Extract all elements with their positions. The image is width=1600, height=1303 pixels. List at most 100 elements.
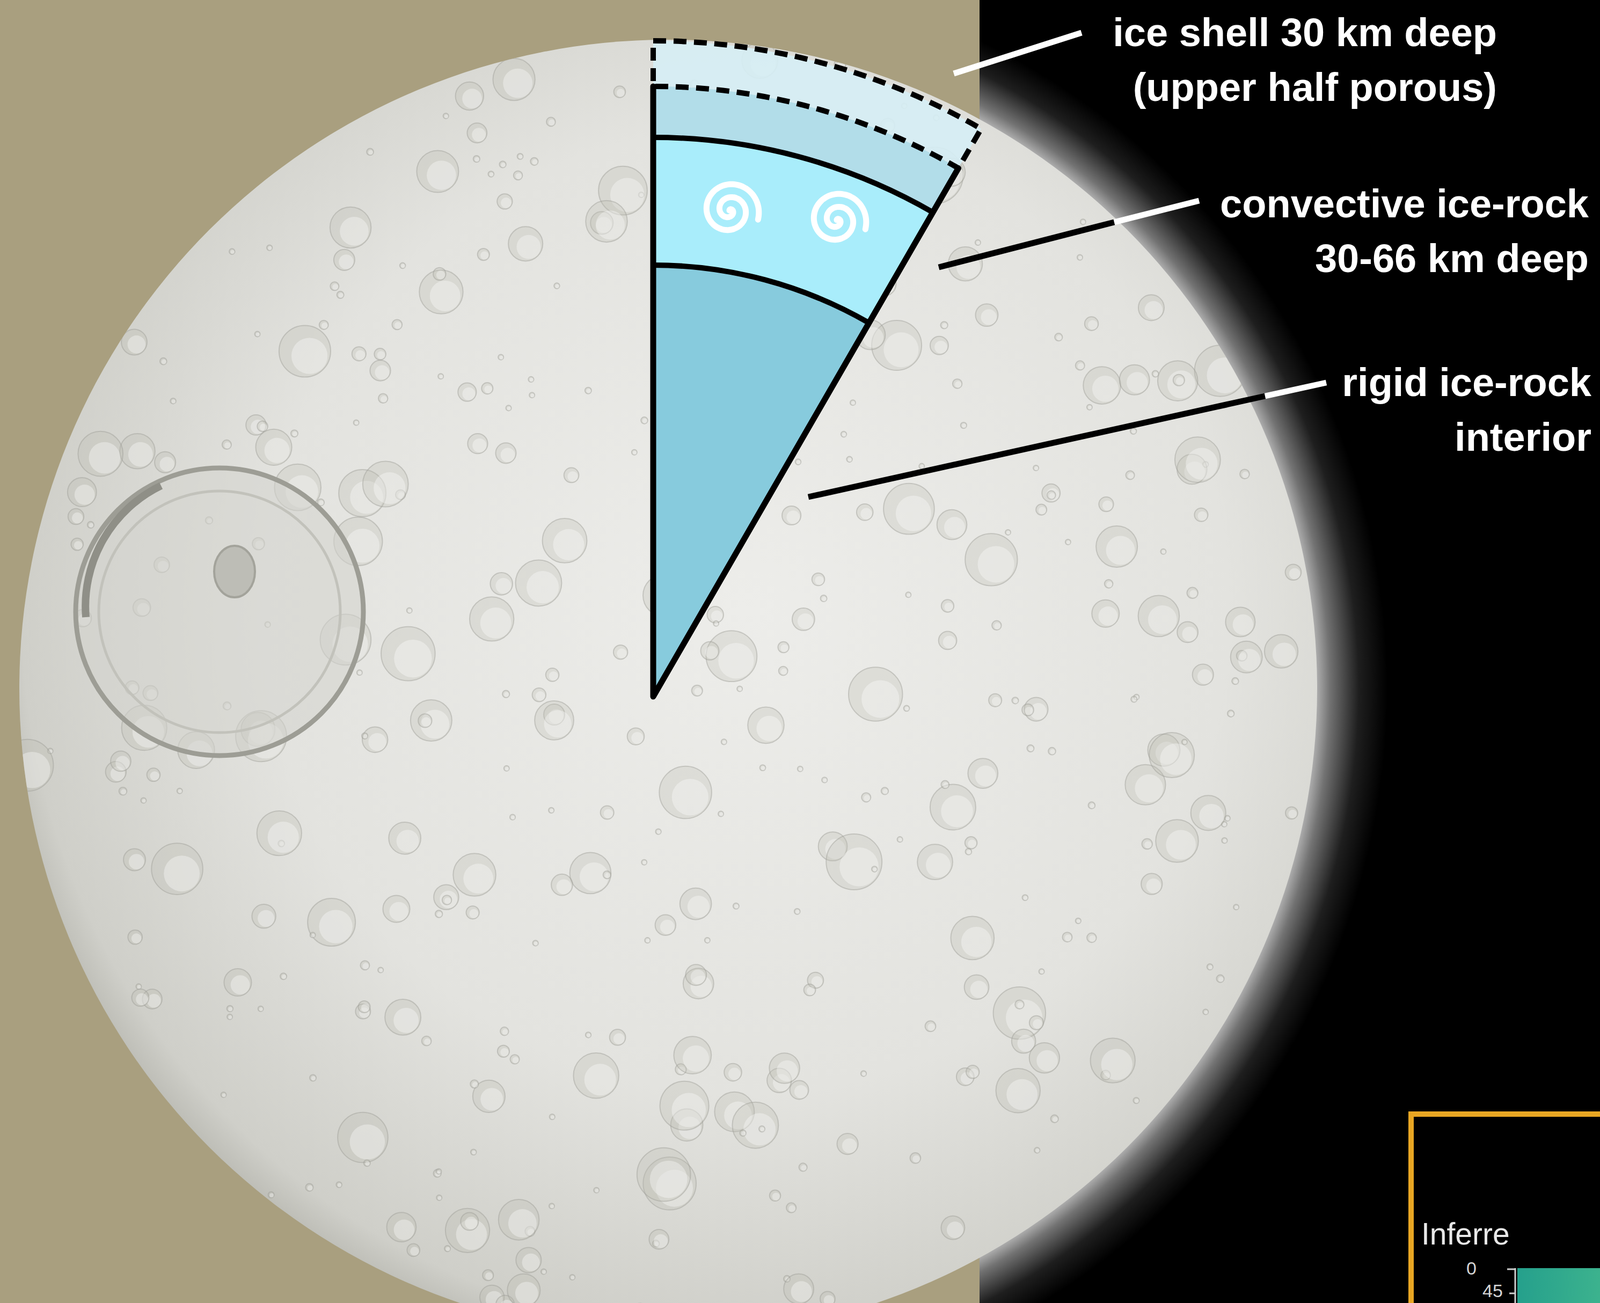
crater-bowl xyxy=(655,828,661,835)
crater-bowl xyxy=(549,1114,555,1120)
crater-highlight xyxy=(1032,1019,1043,1029)
crater-highlight xyxy=(1040,970,1044,975)
crater-bowl xyxy=(1192,664,1214,686)
crater xyxy=(477,248,490,261)
crater-bowl xyxy=(797,766,803,772)
crater-highlight xyxy=(705,646,719,660)
crater-highlight xyxy=(920,464,925,469)
crater-highlight xyxy=(437,1196,442,1201)
crater-highlight xyxy=(1126,371,1148,393)
crater-bowl xyxy=(352,346,367,361)
crater xyxy=(897,836,903,843)
crater-bowl xyxy=(941,599,954,612)
crater-bowl xyxy=(826,834,882,890)
crater-highlight xyxy=(291,338,328,375)
crater-bowl xyxy=(473,155,480,163)
crater-bowl xyxy=(305,1183,313,1192)
limb-shadow xyxy=(0,322,33,913)
crater-highlight xyxy=(642,418,648,424)
crater-bowl xyxy=(388,822,421,855)
crater xyxy=(466,122,487,143)
crater xyxy=(257,420,268,432)
crater xyxy=(333,249,355,271)
crater-bowl xyxy=(1033,465,1039,471)
crater-highlight xyxy=(991,697,1002,707)
crater xyxy=(609,1029,626,1046)
crater-highlight xyxy=(515,172,523,180)
crater-bowl xyxy=(170,398,176,404)
crater xyxy=(406,1244,420,1258)
crater-highlight xyxy=(550,1204,554,1209)
crater xyxy=(613,645,628,660)
crater xyxy=(713,620,719,627)
crater-highlight xyxy=(1238,648,1261,671)
crater xyxy=(655,914,676,935)
crater-highlight xyxy=(368,150,374,156)
crater-highlight xyxy=(159,456,174,472)
crater xyxy=(223,968,252,997)
crater-bowl xyxy=(515,559,562,606)
crater xyxy=(363,1159,371,1167)
crater xyxy=(433,884,459,910)
crater-highlight xyxy=(269,1193,274,1198)
crater-highlight xyxy=(1052,1116,1058,1123)
crater xyxy=(821,777,828,783)
crater xyxy=(700,641,719,661)
crater-highlight xyxy=(595,1188,599,1193)
crater xyxy=(509,1054,520,1064)
crater xyxy=(637,1148,691,1202)
crater xyxy=(227,1014,233,1020)
crater-bowl xyxy=(660,1081,710,1131)
crater-bowl xyxy=(437,373,444,379)
crater-highlight xyxy=(307,1185,313,1192)
crater-bowl xyxy=(466,122,487,143)
crater-highlight xyxy=(362,962,369,970)
crater xyxy=(960,422,967,429)
crater xyxy=(747,707,785,744)
crater xyxy=(724,1063,742,1082)
crater-highlight xyxy=(1206,357,1243,394)
crater-highlight xyxy=(604,872,611,879)
crater-bowl xyxy=(925,1020,937,1032)
crater-highlight xyxy=(380,396,387,403)
crater-bowl xyxy=(1014,999,1025,1010)
crater-bowl xyxy=(1130,696,1137,703)
crater-highlight xyxy=(821,596,827,602)
crater-highlight xyxy=(786,510,800,524)
crater-bowl xyxy=(1062,932,1072,942)
crater-highlight xyxy=(1199,804,1224,829)
crater-bowl xyxy=(268,1192,275,1198)
crater-highlight xyxy=(839,847,879,887)
crater-highlight xyxy=(228,1007,233,1012)
crater xyxy=(1149,732,1195,778)
crater-highlight xyxy=(613,1033,625,1045)
crater xyxy=(704,937,711,944)
crater xyxy=(603,871,611,879)
crater-highlight xyxy=(728,1068,741,1081)
crater-highlight xyxy=(1218,976,1224,983)
crater xyxy=(470,1149,477,1156)
crater-bowl xyxy=(965,836,978,850)
crater xyxy=(1181,739,1188,745)
crater xyxy=(1,739,54,792)
crater xyxy=(391,319,403,330)
crater-bowl xyxy=(1174,436,1221,483)
crater-bowl xyxy=(435,1169,442,1175)
crater xyxy=(1083,366,1121,405)
crater-bowl xyxy=(1083,366,1121,405)
crater-highlight xyxy=(1134,1099,1139,1104)
crater-highlight xyxy=(1272,642,1297,667)
crater-bowl xyxy=(532,940,538,946)
crater-bowl xyxy=(384,999,421,1036)
crater xyxy=(442,895,452,905)
crater-bowl xyxy=(154,451,176,473)
crater-highlight xyxy=(776,1060,799,1083)
crater-highlight xyxy=(548,119,555,127)
crater-highlight xyxy=(1092,375,1119,403)
crater-bowl xyxy=(1177,622,1198,644)
crater xyxy=(435,910,443,918)
crater-bowl xyxy=(1225,607,1255,637)
crater-bowl xyxy=(965,533,1018,586)
crater xyxy=(846,456,853,463)
crater xyxy=(444,1245,451,1252)
